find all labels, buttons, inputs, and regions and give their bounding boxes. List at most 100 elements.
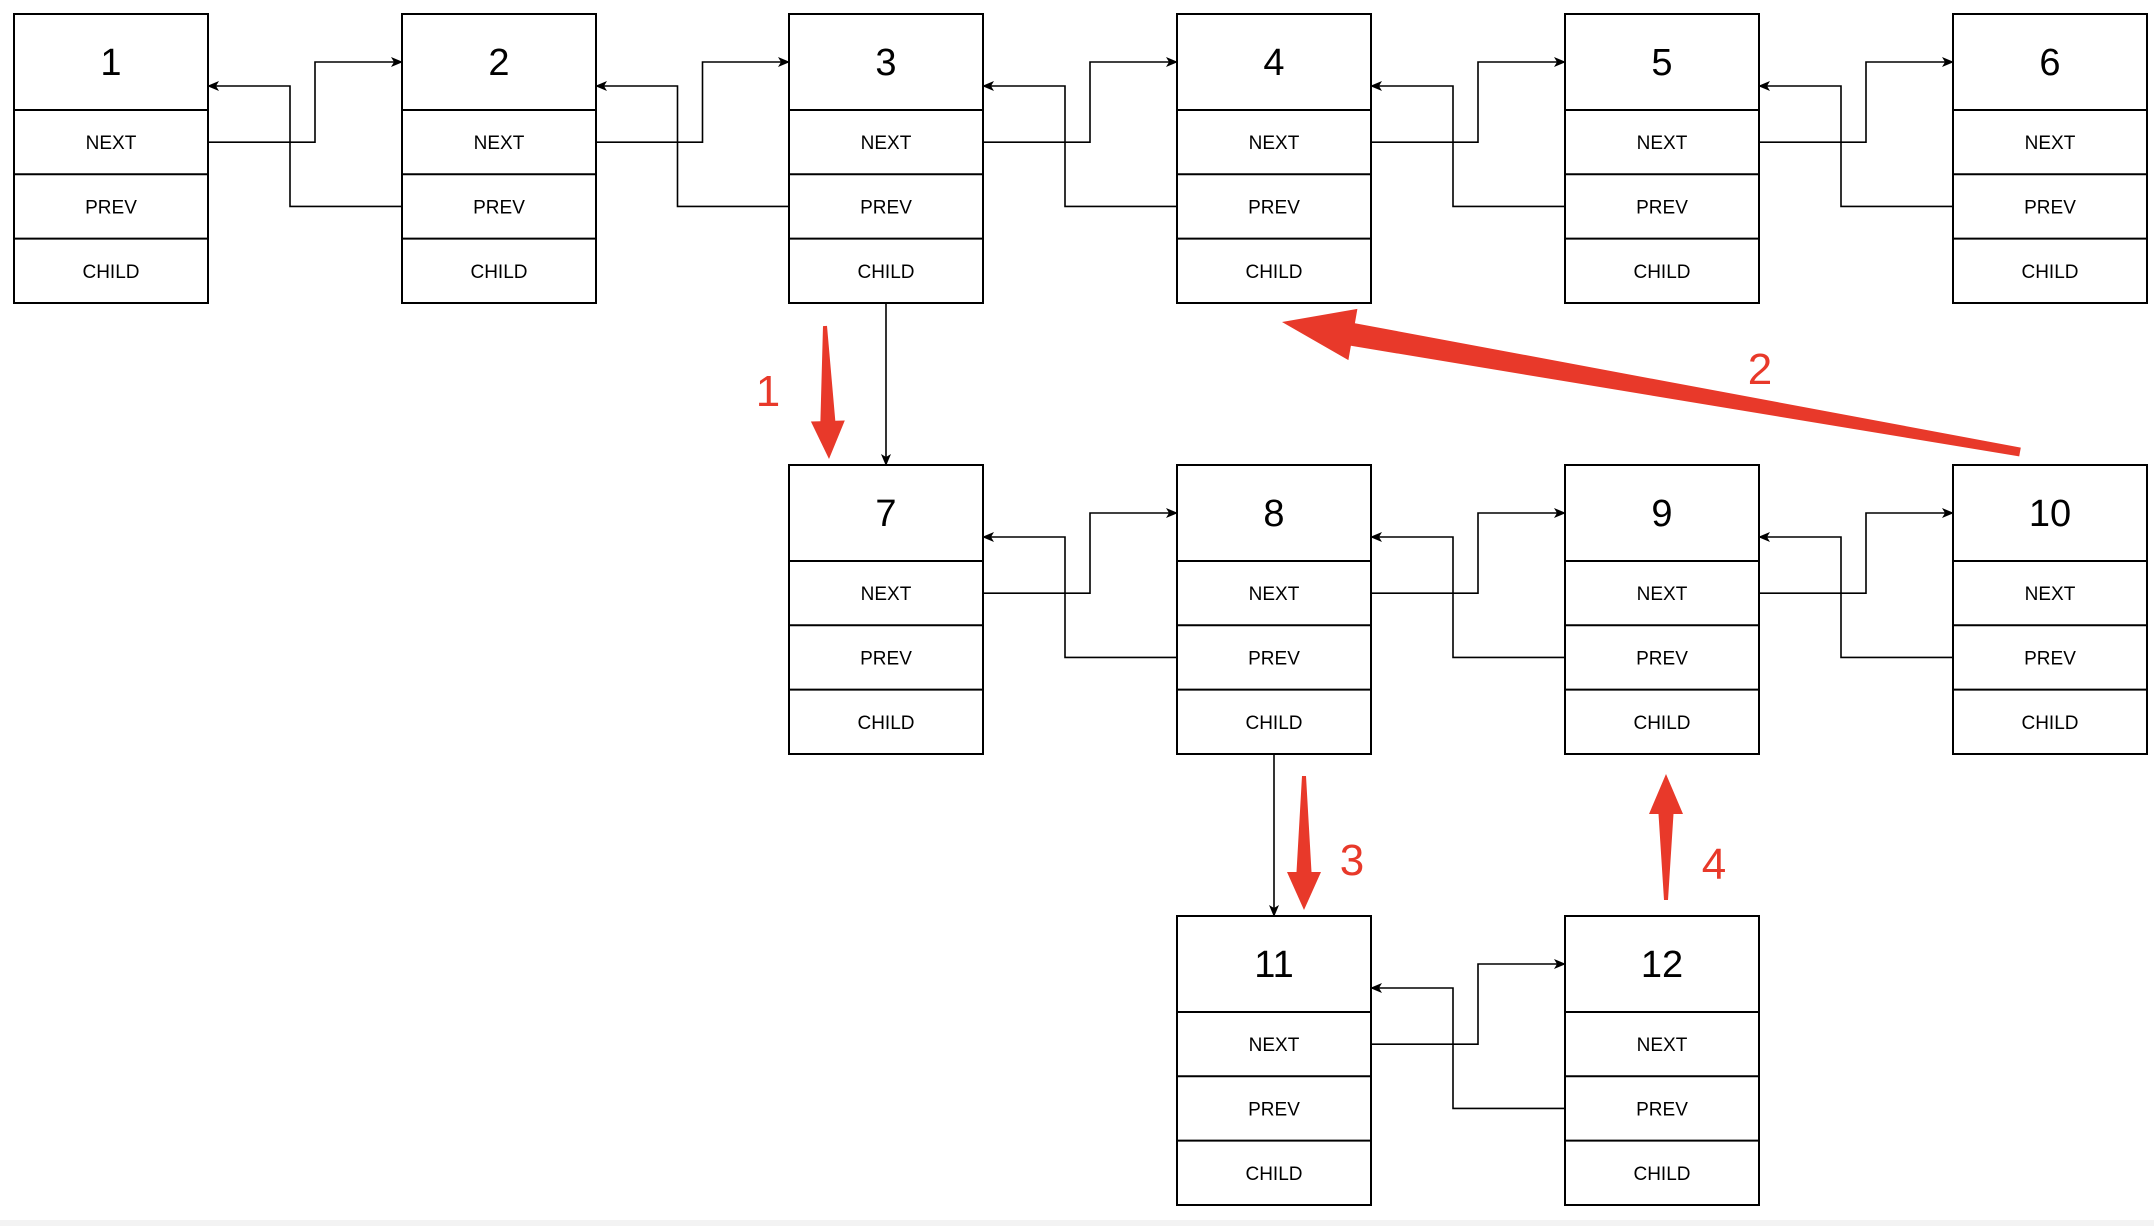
field-next-label: NEXT (1637, 133, 1688, 154)
field-prev-label: PREV (1248, 197, 1300, 218)
node-value: 9 (1651, 493, 1672, 535)
node-value: 4 (1263, 42, 1284, 84)
field-next-label: NEXT (1249, 584, 1300, 605)
node-value: 6 (2039, 42, 2060, 84)
next-pointer (1371, 57, 1566, 143)
next-pointer (1371, 508, 1566, 594)
node-box (1564, 13, 1760, 304)
field-child-label: CHILD (82, 262, 139, 283)
field-next-label: NEXT (1249, 1035, 1300, 1056)
next-pointer (1759, 508, 1954, 594)
field-next-label: NEXT (1637, 1035, 1688, 1056)
field-prev-label: PREV (1636, 648, 1688, 669)
step-number: 1 (756, 367, 780, 416)
next-pointer (1371, 959, 1566, 1045)
node-box (1952, 13, 2148, 304)
field-prev-label: PREV (2024, 197, 2076, 218)
next-pointer (1759, 57, 1954, 143)
next-pointer (983, 508, 1178, 594)
field-next-label: NEXT (1637, 584, 1688, 605)
field-prev-label: PREV (473, 197, 525, 218)
node-box (1564, 915, 1760, 1206)
steps-layer: 1 2 3 4 (756, 308, 2021, 910)
node-box (788, 13, 984, 304)
field-child-label: CHILD (1633, 262, 1690, 283)
field-child-label: CHILD (1245, 262, 1302, 283)
step-arrow (1649, 774, 1683, 900)
step-3-marker: 3 (1287, 776, 1364, 910)
step-arrow (810, 325, 845, 459)
field-prev-label: PREV (860, 197, 912, 218)
node-box (1952, 464, 2148, 755)
node-value: 12 (1641, 944, 1683, 986)
prev-pointer (1758, 81, 1953, 208)
node-value: 3 (875, 42, 896, 84)
node-value: 10 (2029, 493, 2071, 535)
field-prev-label: PREV (2024, 648, 2076, 669)
prev-pointer (595, 81, 789, 208)
prev-pointer (982, 532, 1177, 659)
nodes-layer: 1NEXTPREVCHILD2NEXTPREVCHILD3NEXTPREVCHI… (13, 13, 2148, 1206)
prev-pointer (207, 81, 402, 208)
node-box (1176, 915, 1372, 1206)
field-next-label: NEXT (861, 584, 912, 605)
next-pointer (983, 57, 1178, 143)
step-1-marker: 1 (756, 325, 845, 459)
prev-pointer (1370, 81, 1565, 208)
node-value: 7 (875, 493, 896, 535)
prev-pointer (1370, 532, 1565, 659)
prev-pointer (1370, 983, 1565, 1110)
node-value: 2 (488, 42, 509, 84)
field-next-label: NEXT (2025, 133, 2076, 154)
field-child-label: CHILD (1633, 1164, 1690, 1185)
step-4-marker: 4 (1649, 774, 1726, 900)
node-value: 11 (1254, 944, 1293, 986)
field-child-label: CHILD (857, 713, 914, 734)
field-prev-label: PREV (1636, 197, 1688, 218)
node-value: 5 (1651, 42, 1672, 84)
bottom-strip (0, 1220, 2154, 1226)
field-prev-label: PREV (1636, 1099, 1688, 1120)
field-child-label: CHILD (857, 262, 914, 283)
field-child-label: CHILD (1245, 1164, 1302, 1185)
field-child-label: CHILD (2021, 262, 2078, 283)
step-arrow (1287, 776, 1321, 910)
node-box (1176, 464, 1372, 755)
step-2-marker: 2 (1282, 308, 2021, 457)
field-child-label: CHILD (1245, 713, 1302, 734)
field-prev-label: PREV (860, 648, 912, 669)
node-box (788, 464, 984, 755)
links-layer (207, 57, 1954, 1110)
field-next-label: NEXT (861, 133, 912, 154)
field-child-label: CHILD (470, 262, 527, 283)
field-prev-label: PREV (1248, 648, 1300, 669)
node-value: 1 (100, 42, 121, 84)
next-pointer (596, 57, 790, 143)
step-arrow (1282, 308, 2021, 457)
field-next-label: NEXT (2025, 584, 2076, 605)
next-pointer (208, 57, 403, 143)
step-number: 4 (1702, 840, 1726, 889)
field-next-label: NEXT (1249, 133, 1300, 154)
node-box (401, 13, 597, 304)
field-next-label: NEXT (86, 133, 137, 154)
step-number: 3 (1340, 836, 1364, 885)
node-box (13, 13, 209, 304)
node-box (1564, 464, 1760, 755)
field-prev-label: PREV (85, 197, 137, 218)
field-child-label: CHILD (2021, 713, 2078, 734)
step-number: 2 (1748, 345, 1772, 394)
